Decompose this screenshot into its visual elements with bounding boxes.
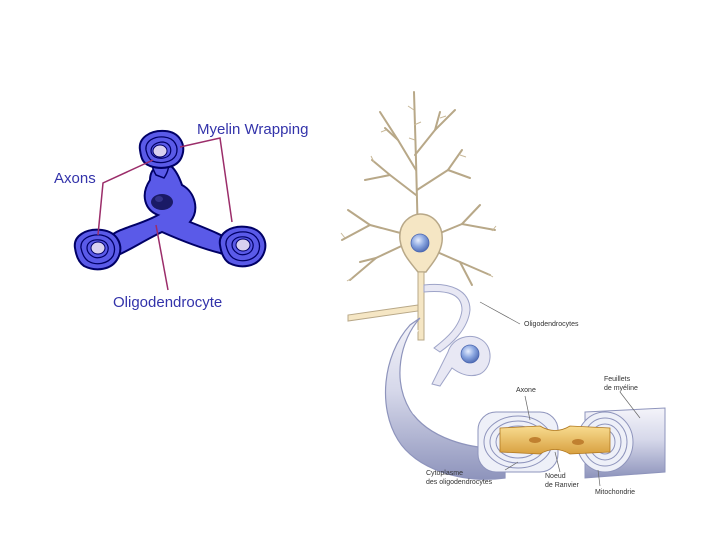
left-axon (90, 241, 106, 255)
oligo-leader (155, 224, 169, 291)
axon-initial-segment (417, 271, 425, 341)
label-mitochondrie: Mitochondrie (595, 489, 635, 496)
cell-nucleus (151, 194, 173, 210)
label-oligodendrocytes: Oligodendrocytes (524, 321, 579, 328)
label-noeud-line2: de Ranvier (545, 482, 580, 489)
label-cytoplasme-line2: des oligodendrocytes (426, 479, 493, 486)
label-feuillets-line2: de myéline (604, 385, 638, 392)
nucleus-highlight (155, 196, 163, 202)
dendrite-spines (340, 105, 497, 282)
right-axon (235, 238, 251, 252)
top-axon (152, 144, 168, 158)
label-axone: Axone (516, 387, 536, 394)
oligodendrocyte-nucleus (460, 344, 480, 364)
myelin-leader (179, 137, 233, 223)
label-oligodendrocyte: Oligodendrocyte (113, 294, 222, 311)
myelin-sheath (384, 317, 506, 480)
mitochondrion-1 (529, 437, 541, 443)
label-noeud-line1: Noeud (545, 473, 566, 480)
left-myelin-wrap (73, 228, 122, 271)
mitochondrion-2 (572, 439, 584, 445)
oligodendrocyte-diagram: Myelin Wrapping Axons Oligodendrocyte (54, 121, 308, 311)
oligodendrocyte-cell (107, 162, 238, 257)
axon-core (499, 425, 611, 455)
label-axons: Axons (54, 170, 96, 187)
label-feuillets-line1: Feuillets (604, 376, 631, 383)
neuron-dendrites (341, 91, 496, 286)
leader-lines (97, 137, 233, 291)
top-myelin-wrap (138, 129, 185, 169)
neuron-nucleus (410, 233, 430, 253)
axon-collateral (347, 304, 419, 322)
myelinated-neuron-diagram: Oligodendrocytes Axone Feuillets de myél… (340, 91, 666, 496)
axons-leader (97, 159, 154, 236)
label-myelin-wrapping: Myelin Wrapping (197, 121, 308, 138)
right-leader-lines (479, 301, 641, 487)
right-myelin-wrap (218, 225, 267, 268)
label-cytoplasme-line1: Cytoplasme (426, 470, 463, 477)
upper-myelin-strand (423, 283, 471, 353)
